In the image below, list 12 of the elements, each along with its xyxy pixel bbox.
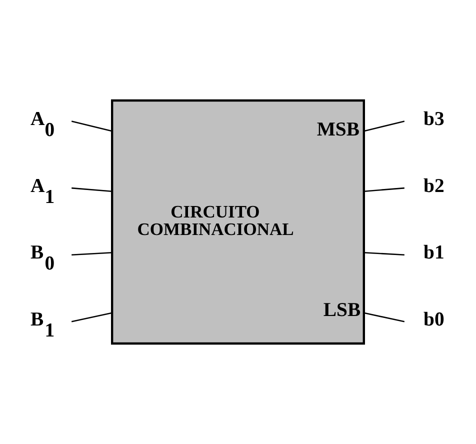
- node-text: b2: [424, 174, 444, 197]
- connector: [364, 252, 404, 256]
- node-text: b1: [424, 242, 444, 264]
- node-text: b0: [424, 308, 444, 330]
- connector: [364, 187, 404, 192]
- connector: [364, 120, 405, 132]
- connector: [71, 120, 112, 132]
- node-text: b3: [424, 108, 444, 130]
- connector: [364, 312, 405, 322]
- connector: [71, 312, 112, 322]
- connector: [72, 252, 112, 256]
- connector: [72, 187, 112, 192]
